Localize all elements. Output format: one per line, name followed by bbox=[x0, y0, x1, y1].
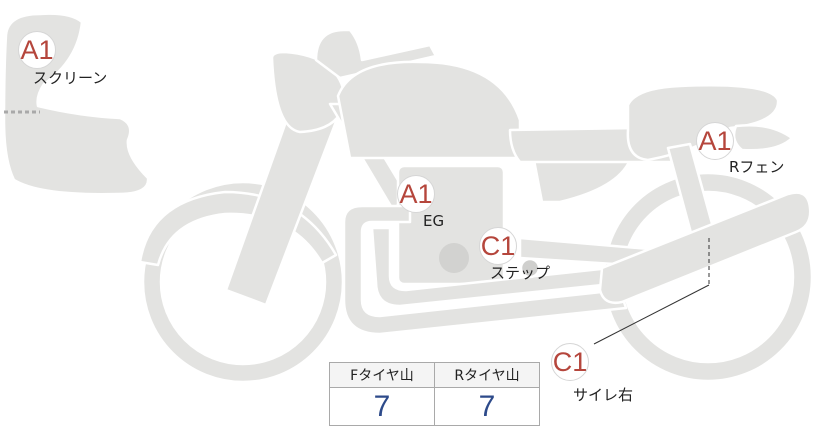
rear-tire-value: 7 bbox=[434, 387, 540, 426]
part-label-rear-fender: Rフェン bbox=[729, 158, 785, 176]
grade-badge-rear-fender: A1 bbox=[696, 122, 734, 160]
tire-tread-table: Fタイヤ山 Rタイヤ山 7 7 bbox=[329, 362, 540, 426]
front-tire-value: 7 bbox=[329, 387, 435, 426]
footpeg bbox=[519, 257, 541, 279]
grade-badge-screen: A1 bbox=[18, 31, 56, 69]
handlebar bbox=[314, 28, 438, 80]
part-label-step: ステップ bbox=[490, 264, 551, 282]
exhaust-pipes bbox=[342, 204, 628, 336]
leader-muffler bbox=[593, 284, 710, 345]
engine-case bbox=[439, 243, 469, 273]
muffler bbox=[598, 191, 812, 304]
fuel-tank bbox=[336, 60, 522, 160]
grade-badge-step: C1 bbox=[479, 227, 517, 265]
grade-badge-engine: A1 bbox=[397, 175, 435, 213]
part-label-screen: スクリーン bbox=[33, 69, 108, 87]
rear-fender bbox=[732, 124, 794, 152]
side-cover bbox=[532, 158, 632, 204]
rear-cowl bbox=[626, 84, 780, 162]
grade-badge-muffler-right: C1 bbox=[551, 343, 589, 381]
part-label-muffler-right: サイレ右 bbox=[573, 386, 634, 404]
part-label-engine: EG bbox=[423, 212, 445, 230]
front-tire-header: Fタイヤ山 bbox=[329, 362, 435, 388]
rear-tire-header: Rタイヤ山 bbox=[434, 362, 540, 388]
